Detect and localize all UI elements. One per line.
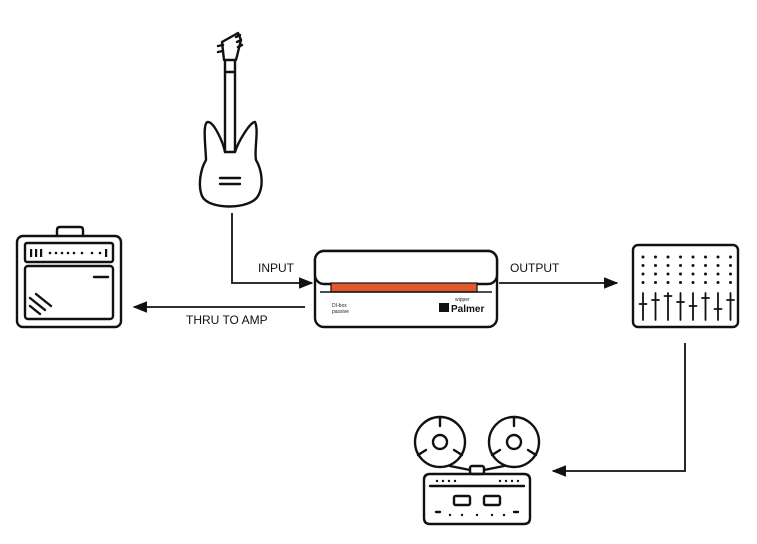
recorder-controls	[435, 479, 520, 517]
di-box-brand: Palmer	[451, 304, 484, 315]
mixer-knob	[704, 255, 707, 259]
mixer-knob	[666, 264, 670, 267]
mixer-knob	[666, 255, 670, 259]
input-label: INPUT	[258, 261, 295, 275]
mixer-knob	[729, 255, 732, 259]
mixer-knob	[641, 272, 645, 276]
mixer-knob	[716, 281, 720, 284]
mixer-knob	[679, 255, 682, 259]
mixing-console-icon	[631, 243, 740, 329]
mixer-knob	[641, 264, 645, 267]
mixer-knob	[691, 255, 695, 259]
mixer-knob	[716, 255, 720, 259]
mixer-knob	[654, 255, 657, 259]
mixer-knob	[679, 264, 682, 267]
mixer-knob	[704, 281, 707, 284]
guitar-amplifier-icon	[15, 225, 123, 329]
output-label: OUTPUT	[510, 261, 560, 275]
amp-controls	[30, 249, 108, 257]
mixer-knob	[691, 281, 695, 284]
mixer-knob	[729, 281, 732, 284]
mixer-knob	[691, 264, 695, 267]
mixer-knob	[679, 272, 682, 276]
mixer-knob	[729, 272, 732, 276]
mixer-knob	[729, 264, 732, 267]
di-box-accent-strip	[330, 282, 478, 293]
input-cable-arrow	[231, 213, 314, 289]
mixer-knob	[679, 281, 682, 284]
palmer-logo-icon	[439, 303, 449, 312]
di-box-brand-small: wipper	[455, 297, 470, 303]
mixer-knob	[641, 255, 645, 259]
mixer-knob	[654, 264, 657, 267]
di-box-type-label: DI-box	[332, 303, 347, 309]
mixer-knob	[716, 264, 720, 267]
mixer-knob	[704, 264, 707, 267]
mixer-knob	[654, 281, 657, 284]
reel-to-reel-tape-recorder-icon	[413, 415, 541, 526]
di-box-type-sublabel: passive	[332, 309, 349, 315]
mixer-knob	[691, 272, 695, 276]
mixer-knob	[666, 272, 670, 276]
palmer-di-box: DI-box passive wipper Palmer	[313, 249, 499, 329]
thru-to-amp-label: THRU TO AMP	[186, 313, 268, 327]
mixer-knob	[716, 272, 720, 276]
mixer-knob	[666, 281, 670, 284]
mixer-to-recorder-arrow	[551, 343, 686, 477]
mixer-knob	[641, 281, 645, 284]
electric-guitar-icon	[198, 31, 263, 208]
mixer-knob	[704, 272, 707, 276]
mixer-knob	[654, 272, 657, 276]
